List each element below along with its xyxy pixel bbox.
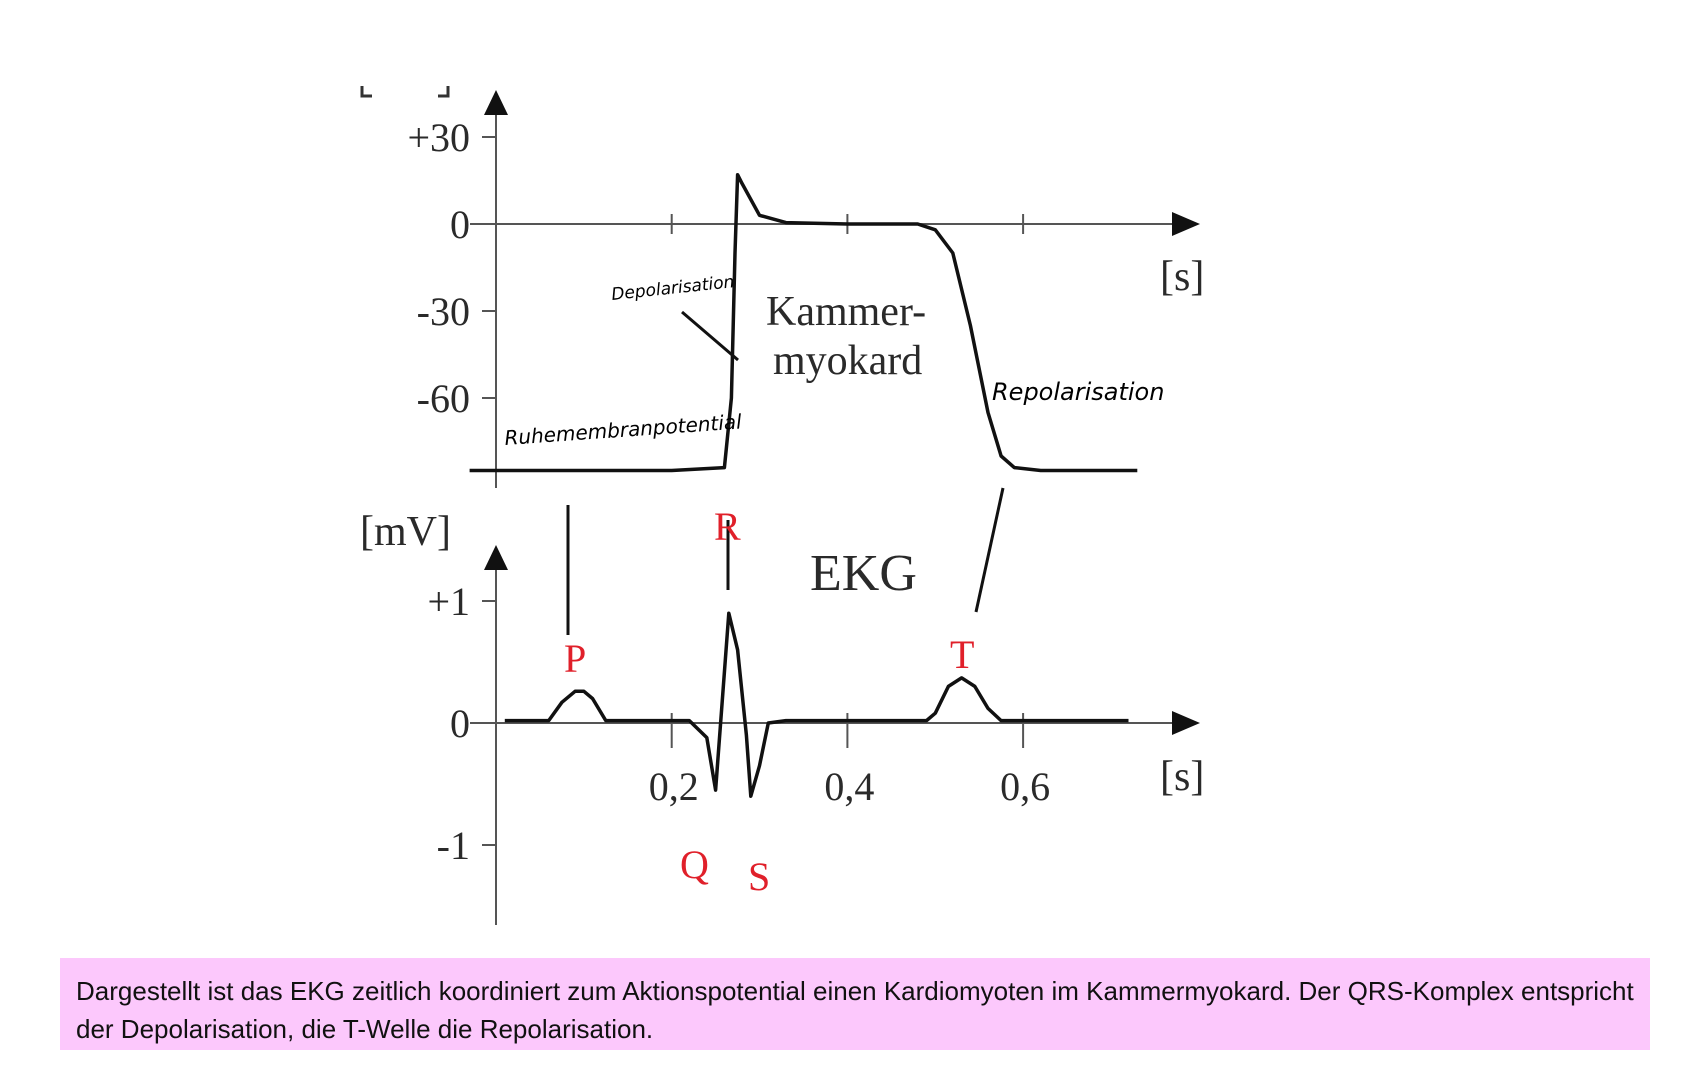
ekg-x-tick-label-2: 0,6 — [1000, 764, 1050, 809]
caption-text: Dargestellt ist das EKG zeitlich koordin… — [76, 976, 1634, 1044]
ekg-x-unit-label: [s] — [1160, 754, 1204, 800]
ekg-y-axis-arrow — [484, 545, 508, 570]
ap-y-unit-bracket — [360, 86, 450, 98]
ap-x-unit-label: [s] — [1160, 254, 1204, 300]
connector-t-wave — [974, 487, 1005, 613]
ekg-plot: 0,2 0,4 0,6 +1 0 -1 — [427, 545, 1200, 925]
ap-y-tick-label-2: -30 — [417, 289, 470, 334]
wave-label-r: R — [714, 504, 741, 549]
ap-annotation-line1: Kammer- — [766, 289, 926, 335]
depolarisation-pointer — [681, 310, 739, 362]
ap-x-axis-arrow — [1172, 212, 1200, 236]
wave-label-s: S — [748, 854, 770, 899]
ekg-curve — [504, 611, 1129, 798]
handwritten-repolarisation: Repolarisation — [992, 378, 1164, 406]
ap-y-tick-label-1: 0 — [450, 202, 470, 247]
ekg-y-tick-label-1: 0 — [450, 701, 470, 746]
ekg-y-tick-label-0: +1 — [427, 579, 470, 624]
ap-ekg-figure: +30 0 -30 -60 0,2 0,4 0,6 +1 0 -1 [s] Kammer- my… — [360, 86, 1204, 925]
handwritten-ruhemembranpotential: Ruhemembranpotential — [504, 409, 743, 450]
action-potential-plot: +30 0 -30 -60 — [360, 86, 1200, 488]
ap-curve — [469, 172, 1138, 473]
ap-y-tick-label-3: -60 — [417, 376, 470, 421]
caption-box: Dargestellt ist das EKG zeitlich koordin… — [60, 958, 1650, 1050]
connector-lines — [566, 310, 1005, 635]
ap-y-tick-label-0: +30 — [407, 115, 470, 160]
chart-labels: [s] Kammer- myokard Depolarisation Repol… — [360, 254, 1204, 899]
handwritten-depolarisation: Depolarisation — [610, 272, 735, 305]
shared-y-unit-label: [mV] — [360, 509, 451, 555]
ekg-x-tick-label-0: 0,2 — [649, 764, 699, 809]
ap-y-axis-arrow — [484, 90, 508, 115]
ekg-y-tick-label-2: -1 — [437, 823, 470, 868]
wave-label-t: T — [950, 632, 974, 677]
ekg-title: EKG — [810, 545, 917, 602]
ekg-x-axis-arrow — [1172, 711, 1200, 735]
ap-annotation-line2: myokard — [773, 338, 922, 384]
wave-label-q: Q — [680, 842, 709, 887]
ekg-x-tick-label-1: 0,4 — [824, 764, 874, 809]
wave-label-p: P — [564, 636, 586, 681]
